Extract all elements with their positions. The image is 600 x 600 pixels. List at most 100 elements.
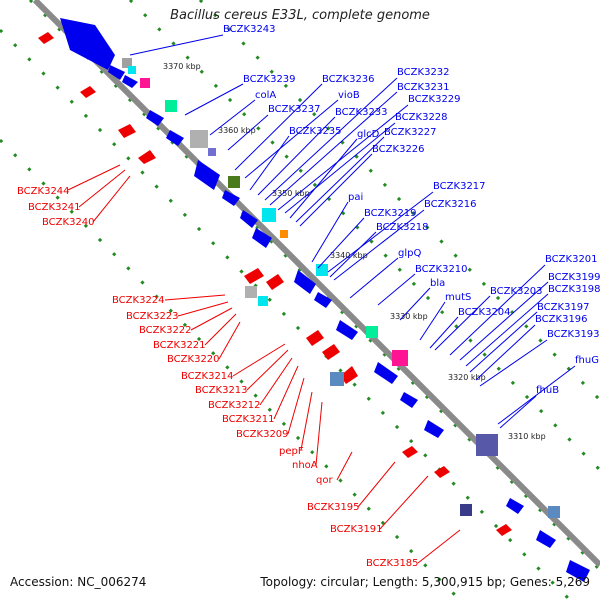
gene-label: BCZK3227	[384, 127, 437, 138]
gene-reverse	[80, 86, 96, 98]
feature-block	[316, 264, 328, 276]
gene-label: BCZK3212	[208, 400, 261, 411]
gene-forward	[194, 160, 220, 190]
gene-label: colA	[255, 90, 276, 101]
gene-reverse	[138, 150, 156, 164]
gene-label: vioB	[338, 90, 360, 101]
gene-reverse	[118, 124, 136, 138]
feature-block	[258, 296, 268, 306]
gene-forward	[240, 210, 258, 228]
gene-label: BCZK3241	[28, 202, 81, 213]
gene-forward	[566, 560, 590, 582]
gene-label: BCZK3223	[126, 311, 179, 322]
reverse-genes	[38, 32, 512, 536]
feature-blocks	[122, 58, 560, 518]
gene-reverse	[340, 366, 358, 384]
feature-block	[280, 230, 288, 238]
gene-label: BCZK3195	[307, 502, 360, 513]
gene-reverse	[266, 274, 284, 290]
gene-label: BCZK3232	[397, 67, 450, 78]
gene-label: BCZK3210	[415, 264, 468, 275]
gene-label: BCZK3236	[322, 74, 375, 85]
gene-label: BCZK3226	[372, 144, 425, 155]
reverse-labels: BCZK3244 BCZK3241 BCZK3240 BCZK3224 BCZK…	[17, 186, 419, 569]
gene-label: BCZK3244	[17, 186, 70, 197]
gene-label: BCZK3213	[195, 385, 248, 396]
feature-block	[208, 148, 216, 156]
feature-block	[140, 78, 150, 88]
feature-block	[476, 434, 498, 456]
gene-reverse	[322, 344, 340, 360]
feature-block	[165, 100, 177, 112]
scale-label: 3350 kbp	[272, 189, 310, 198]
gene-forward	[108, 65, 125, 80]
gene-reverse	[434, 466, 450, 478]
scale-label: 3370 kbp	[163, 62, 201, 71]
gene-forward	[122, 75, 138, 88]
gene-reverse	[38, 32, 54, 44]
gene-forward	[374, 362, 398, 384]
gene-forward	[336, 320, 358, 340]
gene-label: BCZK3222	[139, 325, 192, 336]
gene-label: BCZK3229	[408, 94, 461, 105]
gene-label: nhoA	[292, 460, 318, 471]
gene-label: BCZK3203	[490, 286, 543, 297]
scale-label: 3330 kbp	[390, 312, 428, 321]
gene-label: BCZK3211	[222, 414, 275, 425]
gene-label: BCZK3221	[153, 340, 206, 351]
gene-forward	[506, 498, 524, 514]
gene-label: BCZK3201	[545, 254, 598, 265]
scale-label: 3360 kbp	[218, 126, 256, 135]
feature-block	[548, 506, 560, 518]
gene-forward	[314, 292, 332, 308]
gene-label: BCZK3228	[395, 112, 448, 123]
gene-label: BCZK3224	[112, 295, 165, 306]
feature-block	[366, 326, 378, 338]
gene-label: glcD	[357, 129, 380, 140]
gene-label: BCZK3239	[243, 74, 296, 85]
gene-label: BCZK3185	[366, 558, 419, 569]
feature-block	[460, 504, 472, 516]
gene-forward	[424, 420, 444, 438]
map-title: Bacillus cereus E33L, complete genome	[170, 8, 430, 23]
gene-label: BCZK3240	[42, 217, 95, 228]
gene-reverse	[244, 268, 264, 284]
gene-label: BCZK3235	[289, 126, 342, 137]
feature-block	[262, 208, 276, 222]
gene-label: BCZK3237	[268, 104, 321, 115]
accession-text: Accession: NC_006274	[10, 575, 147, 589]
gene-reverse	[306, 330, 324, 346]
gene-label: BCZK3209	[236, 429, 289, 440]
gene-forward	[400, 392, 418, 408]
gene-label: BCZK3220	[167, 354, 220, 365]
reverse-leaders	[67, 164, 461, 564]
feature-block	[128, 66, 136, 74]
feature-block	[122, 58, 132, 68]
gene-label: BCZK3217	[433, 181, 486, 192]
gene-label: BCZK3233	[335, 107, 388, 118]
gene-label: BCZK3196	[535, 314, 588, 325]
gene-label: fhuB	[536, 385, 559, 396]
gene-label: BCZK3199	[548, 272, 600, 283]
gene-reverse	[496, 524, 512, 536]
forward-labels: BCZK3243 BCZK3239 colA BCZK3237 BCZK3236…	[223, 24, 600, 396]
genome-backbone	[32, 0, 600, 568]
gene-forward	[166, 130, 184, 146]
gene-label: BCZK3191	[330, 524, 383, 535]
gene-label: BCZK3243	[223, 24, 276, 35]
scale-label: 3310 kbp	[508, 432, 546, 441]
feature-block	[392, 350, 408, 366]
gene-label: pai	[348, 192, 363, 203]
gene-label: mutS	[445, 292, 471, 303]
gene-forward	[146, 110, 164, 126]
forward-leaders	[129, 34, 576, 429]
gene-forward	[536, 530, 556, 548]
gene-reverse	[402, 446, 418, 458]
gene-label: pepF	[279, 446, 304, 457]
scale-label: 3320 kbp	[448, 373, 486, 382]
gene-label: glpQ	[398, 248, 421, 259]
feature-block	[190, 130, 208, 148]
gene-label: BCZK3204	[458, 307, 511, 318]
